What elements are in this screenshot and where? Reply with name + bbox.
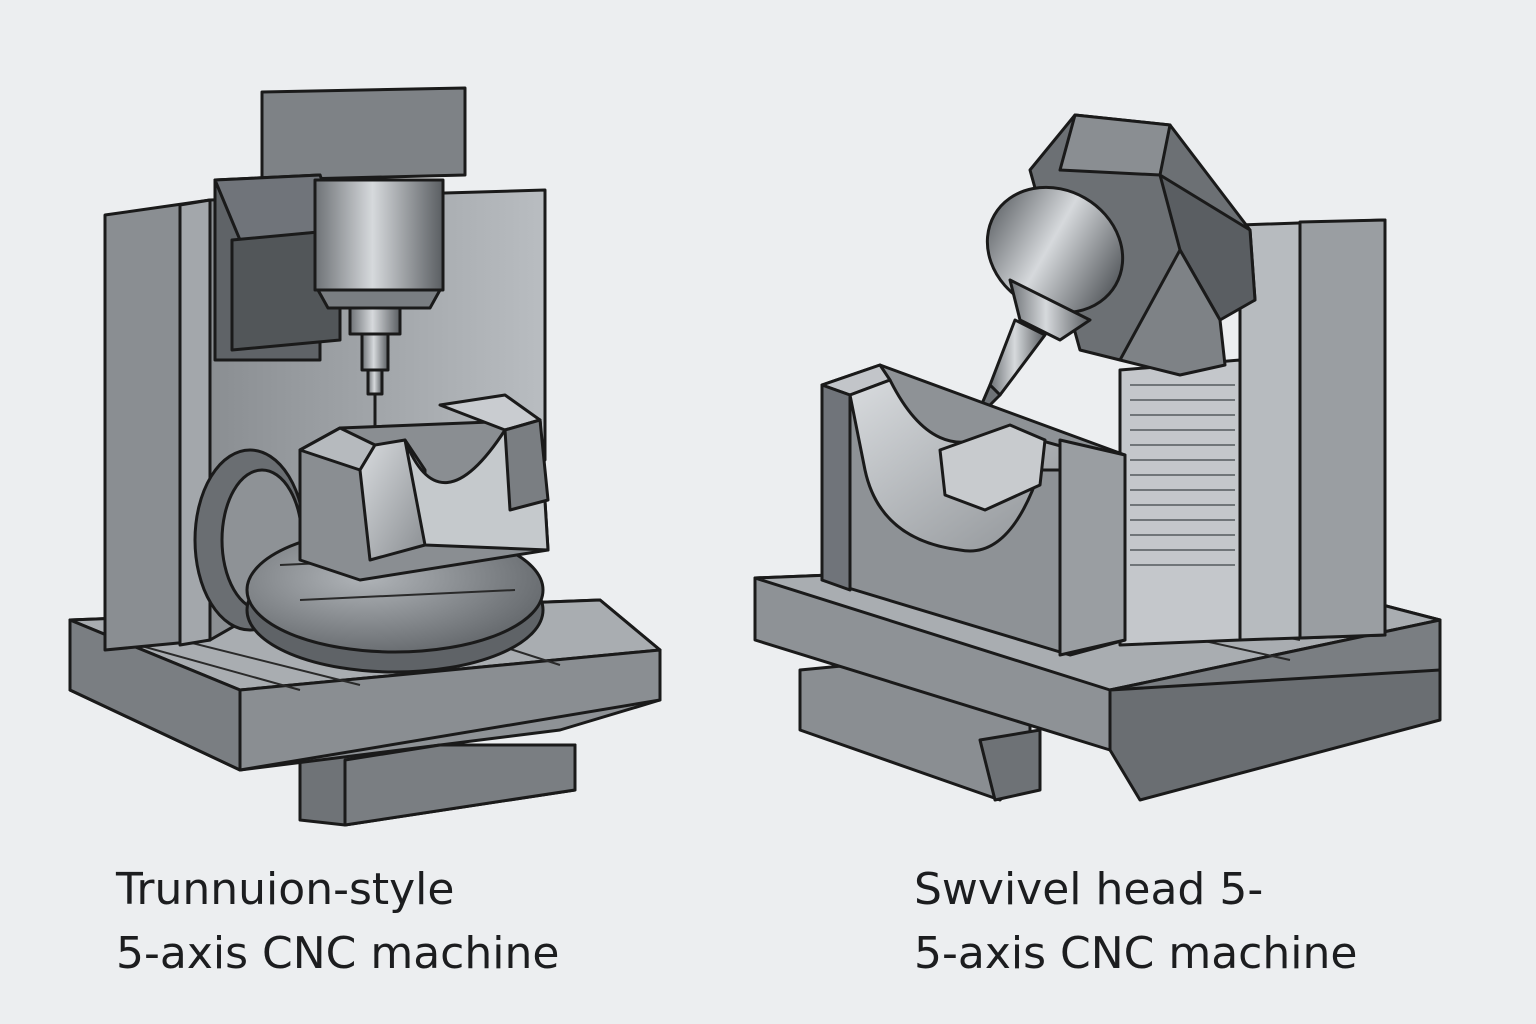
swivel-bellows [1130,384,1235,566]
swivel-fixture [820,363,1127,657]
trunnion-workpiece [298,393,550,582]
trunnion-caption: Trunnuion-style 5-axis CNC machine [116,858,559,986]
trunnion-head [213,86,467,427]
swivel-caption-line1: Swvivel head 5- [914,864,1264,915]
swivel-caption-line2: 5-axis CNC machine [914,928,1358,979]
trunnion-machine [68,86,662,827]
trunnion-caption-line2: 5-axis CNC machine [116,928,560,979]
trunnion-caption-line1: Trunnuion-style [116,864,455,915]
swivel-machine [753,113,1442,802]
swivel-column [1118,218,1387,647]
swivel-caption: Swvivel head 5- 5-axis CNC machine [914,858,1357,986]
